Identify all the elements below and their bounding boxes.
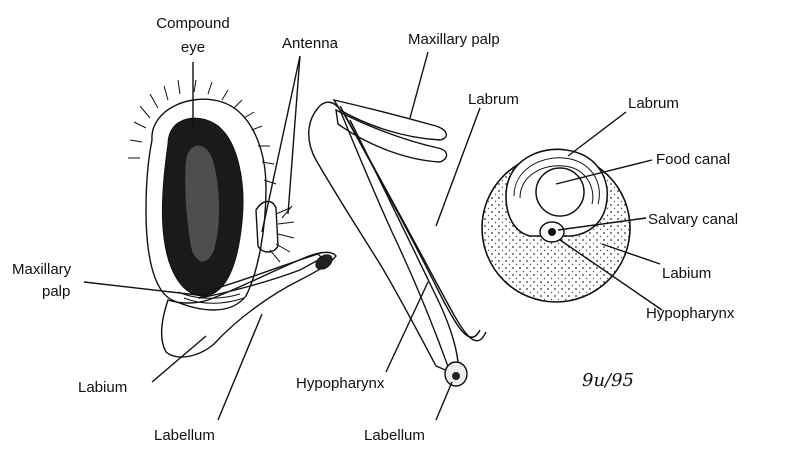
label-salivary-canal: Salvary canal: [648, 211, 738, 228]
labium-mid-shape: [309, 102, 450, 372]
label-maxillary-palp-mid: Maxillary palp: [408, 31, 500, 48]
salivary-canal-shape: [548, 228, 556, 236]
head-illustration: [128, 80, 336, 357]
label-labellum-mid: Labellum: [364, 427, 425, 444]
label-antenna: Antenna: [282, 35, 339, 52]
label-hypopharynx-mid: Hypopharynx: [296, 375, 385, 392]
label-labium-right: Labium: [662, 265, 711, 282]
cross-section: [482, 149, 630, 302]
mouthparts-illustration: [309, 100, 486, 386]
label-hypopharynx-right: Hypopharynx: [646, 305, 735, 322]
artist-signature: 9u/95: [582, 370, 634, 391]
label-food-canal: Food canal: [656, 151, 730, 168]
label-labellum-left: Labellum: [154, 427, 215, 444]
antenna-hairs: [270, 206, 294, 262]
label-labrum-right: Labrum: [628, 95, 679, 112]
label-maxillary-palp-left-1: Maxillary: [12, 261, 72, 278]
food-canal-shape: [536, 168, 584, 216]
label-compound-eye-2: eye: [181, 39, 205, 56]
label-labrum-mid: Labrum: [468, 91, 519, 108]
label-compound-eye-1: Compound: [156, 15, 229, 32]
label-labium-left: Labium: [78, 379, 127, 396]
label-maxillary-palp-left-2: palp: [42, 283, 70, 300]
